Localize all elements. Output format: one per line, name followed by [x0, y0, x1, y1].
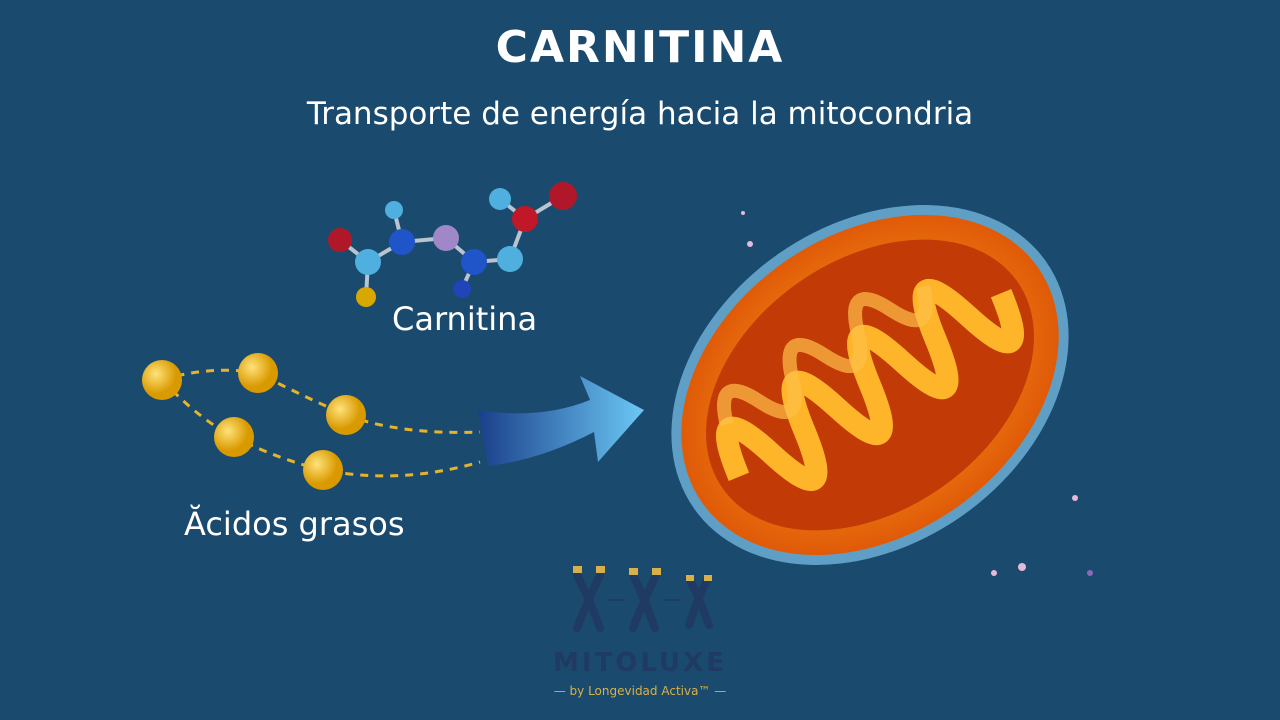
fatty-acids-label: Ăcidos grasos [184, 505, 405, 543]
mitochondria-illustration [671, 205, 1069, 565]
brand-tagline: — by Longevidad Activa™ — [553, 684, 727, 698]
logo-chromosomes [573, 566, 713, 632]
fatty-acid-chain [142, 353, 481, 490]
page-subtitle: Transporte de energía hacia la mitocondr… [306, 96, 974, 132]
arrow-icon [478, 376, 644, 466]
carnitine-label: Carnitina [392, 300, 538, 338]
carnitine-molecule [328, 182, 577, 307]
sparkles [741, 211, 1093, 576]
page-title: CARNITINA [495, 22, 785, 73]
brand-logo-text: MITOLUXE [553, 648, 727, 678]
